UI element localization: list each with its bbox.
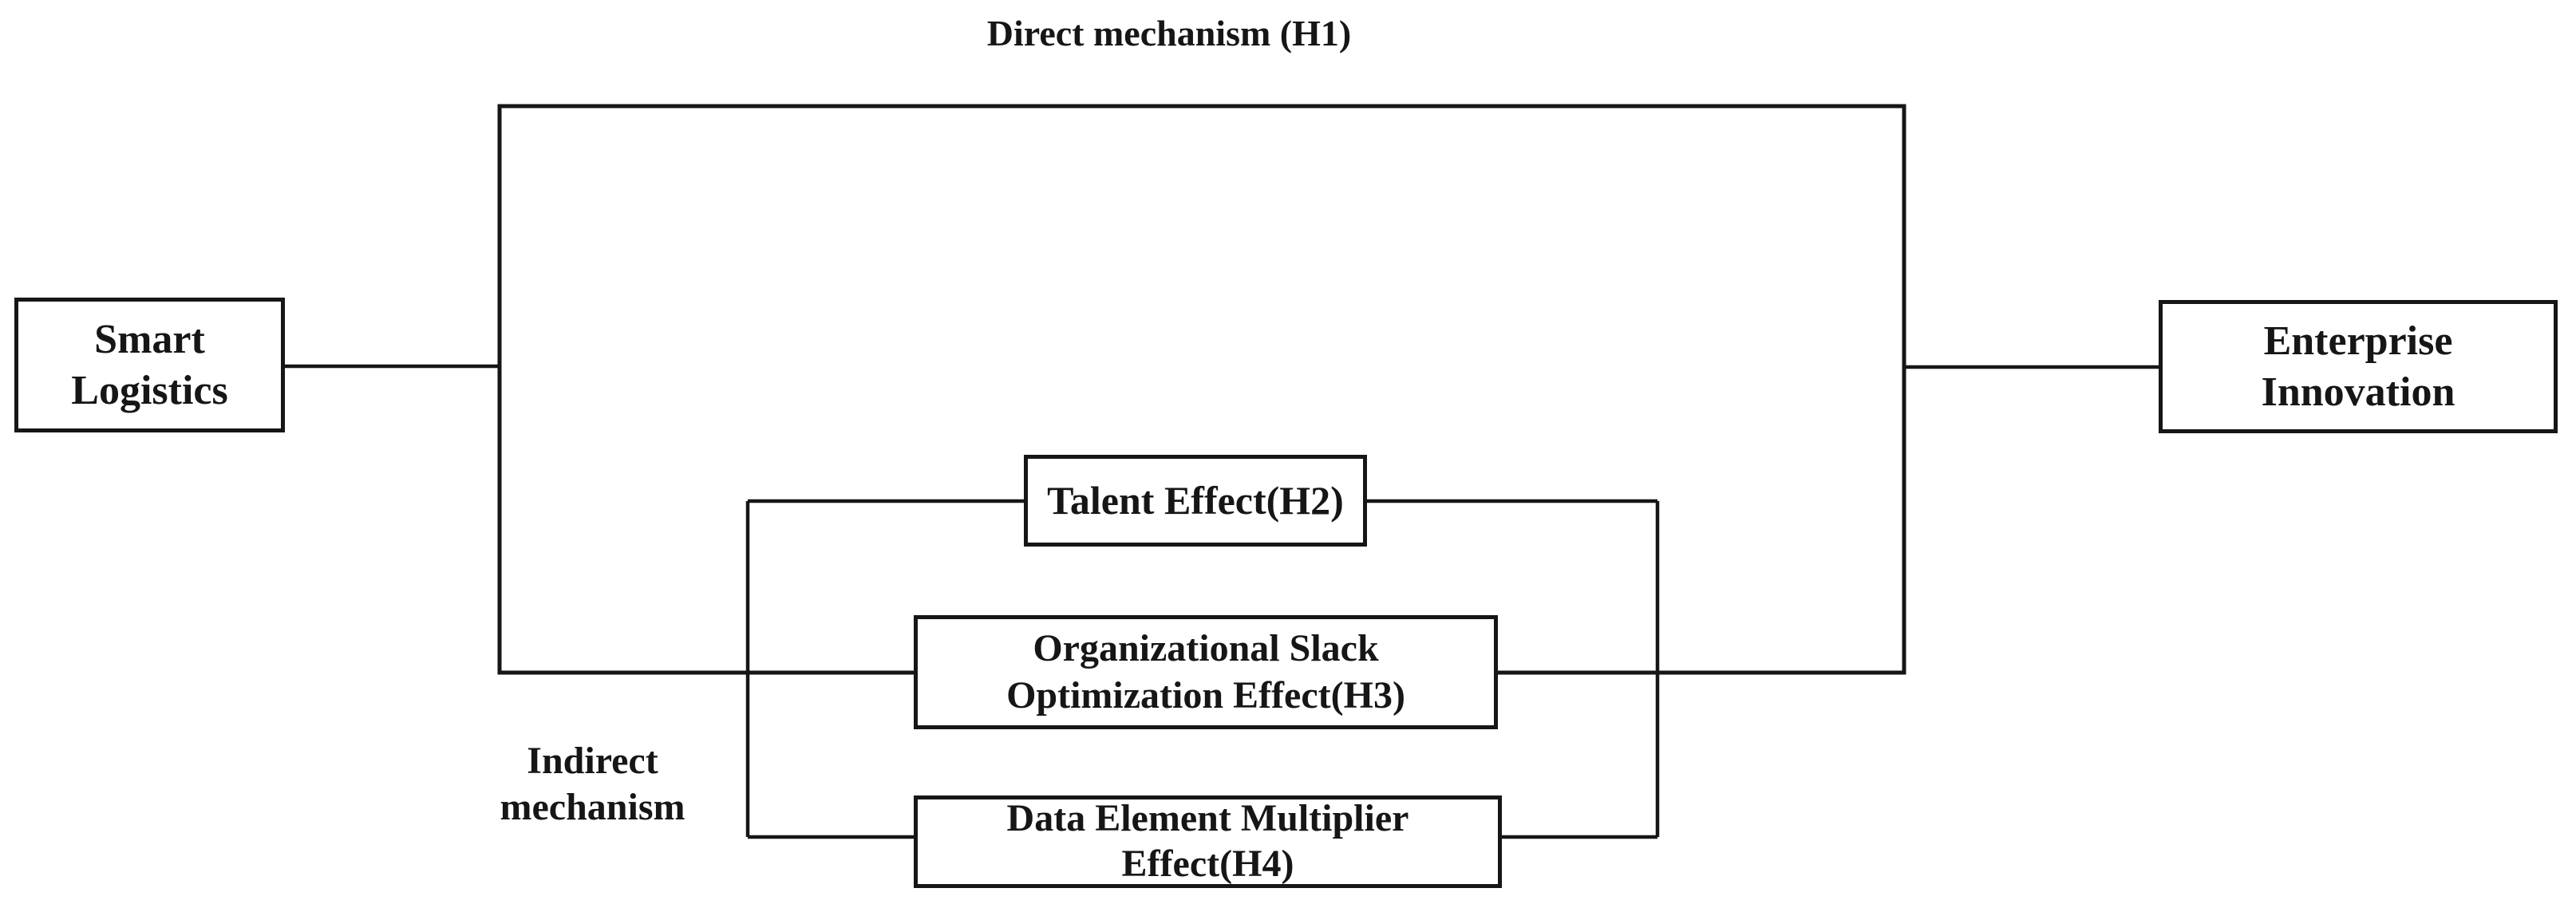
diagram-title: Direct mechanism (H1) (798, 11, 1540, 55)
indirect-mechanism-label: Indirect mechanism (431, 738, 754, 830)
node-label-line: Logistics (71, 367, 228, 413)
diagram-title-text: Direct mechanism (H1) (986, 13, 1352, 53)
node-label-line: Optimization Effect(H3) (1006, 673, 1405, 716)
node-enterprise-innovation: Enterprise Innovation (2159, 300, 2558, 433)
node-label-line: Talent Effect(H2) (1047, 477, 1344, 523)
node-data-element-multiplier: Data Element Multiplier Effect(H4) (914, 795, 1502, 888)
edge-direct-mechanism-loop (497, 104, 1906, 675)
node-label-line: Organizational Slack (1033, 626, 1379, 669)
indirect-label-line: mechanism (500, 785, 685, 828)
node-smart-logistics: Smart Logistics (14, 298, 285, 432)
indirect-label-line: Indirect (527, 740, 658, 782)
node-label-line: Data Element Multiplier (1006, 797, 1409, 840)
node-organizational-slack: Organizational Slack Optimization Effect… (914, 615, 1498, 729)
node-label-line: Innovation (2261, 369, 2455, 415)
node-talent-effect: Talent Effect(H2) (1024, 455, 1367, 547)
node-label-line: Enterprise (2263, 318, 2453, 365)
node-label-line: Effect(H4) (1121, 843, 1294, 885)
node-label-line: Smart (94, 317, 205, 363)
